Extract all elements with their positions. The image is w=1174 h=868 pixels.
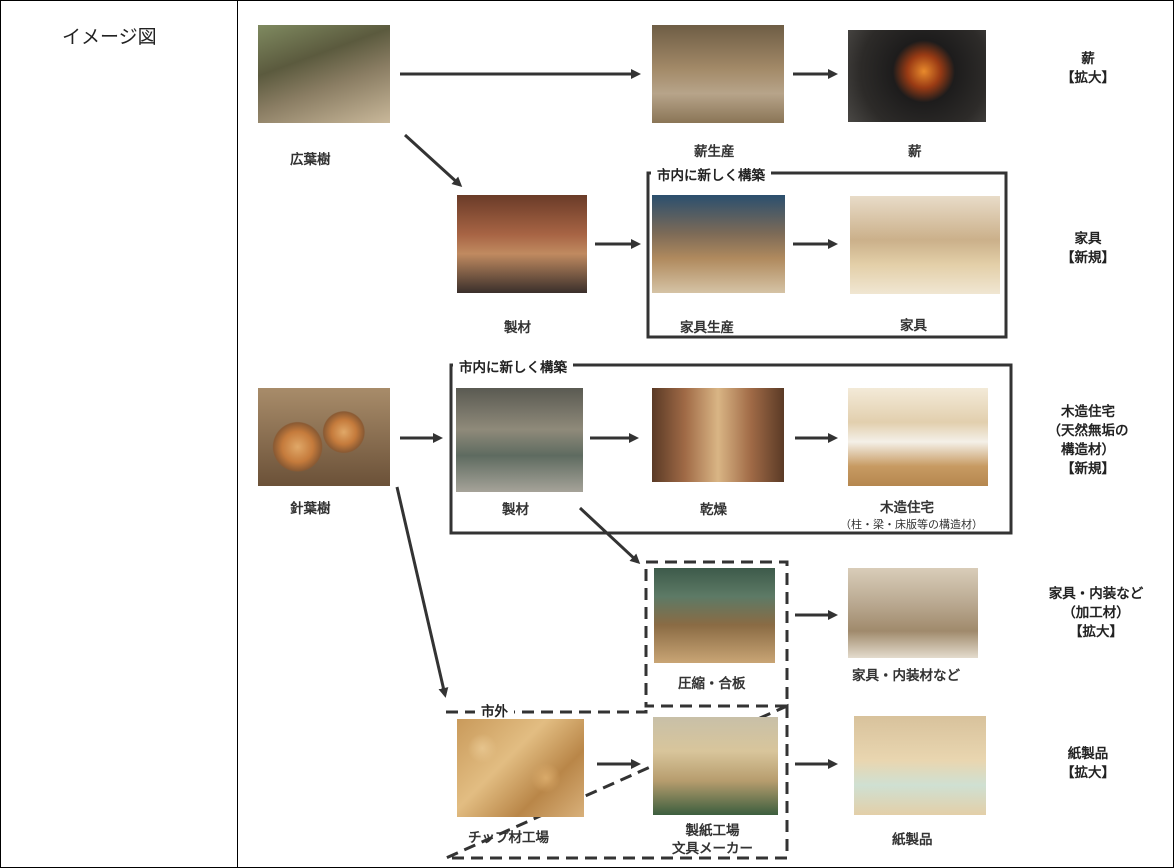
output-wooden-house: 木造住宅 （天然無垢の 構造材） 【新規】 [1047, 404, 1129, 477]
label-furniture-production: 家具生産 [680, 320, 734, 336]
label-wooden-house: 木造住宅 [880, 500, 934, 516]
box-furniture-new [646, 171, 1008, 339]
drying-kiln-photo [652, 388, 784, 482]
output-furniture: 家具 【新規】 [1061, 231, 1115, 266]
side-label: イメージ図 [62, 26, 157, 48]
column-divider [237, 0, 238, 868]
label-sawmill-conifer: 製材 [502, 502, 529, 518]
furniture-production-photo [652, 195, 785, 293]
wood-stove-photo [848, 30, 986, 122]
broadleaf-sawmill-photo [457, 195, 587, 293]
furniture-photo [850, 196, 1000, 294]
label-conifer: 針葉樹 [290, 501, 331, 517]
compression-plywood-photo [654, 568, 775, 663]
label-broadleaf: 広葉樹 [290, 152, 331, 168]
label-paper-factory: 製紙工場 文具メーカー [672, 823, 753, 857]
wood-chips-photo [457, 719, 584, 817]
paper-factory-photo [653, 717, 778, 815]
label-furniture-interior: 家具・内装材など [852, 668, 960, 684]
output-paper: 紙製品 【拡大】 [1061, 746, 1115, 781]
label-firewood-production: 薪生産 [694, 144, 735, 160]
paper-products-photo [854, 716, 986, 815]
box-conifer-new [449, 363, 1013, 535]
box-compression-dashed [644, 560, 789, 708]
conifer-logs-photo [258, 388, 390, 486]
label-drying: 乾燥 [700, 502, 727, 518]
output-firewood: 薪 【拡大】 [1061, 51, 1115, 86]
broadleaf-logs-photo [258, 25, 390, 123]
box-title-new-in-city-1: 市内に新しく構築 [651, 164, 771, 184]
arrow-broadleaf-to-sawmill [403, 133, 463, 188]
firewood-production-photo [652, 25, 784, 123]
interior-photo [848, 568, 978, 658]
box-title-new-in-city-2: 市内に新しく構築 [453, 356, 573, 376]
wooden-house-photo [848, 388, 988, 486]
label-furniture: 家具 [900, 318, 927, 334]
label-paper-products: 紙製品 [892, 832, 933, 848]
box-title-outside-city: 市外 [475, 700, 514, 720]
label-chip-factory: チップ材工場 [468, 830, 549, 846]
label-wooden-house-note: （柱・梁・床版等の構造材） [840, 518, 983, 531]
output-interior: 家具・内装など （加工材） 【拡大】 [1048, 586, 1144, 640]
arrow-sawmill-to-compression [578, 506, 641, 565]
label-firewood: 薪 [908, 144, 922, 160]
conifer-sawmill-photo [456, 388, 583, 492]
arrow-conifer-to-chip [395, 486, 449, 698]
label-compression-plywood: 圧縮・合板 [678, 676, 746, 692]
label-sawmill-broadleaf: 製材 [504, 320, 531, 336]
